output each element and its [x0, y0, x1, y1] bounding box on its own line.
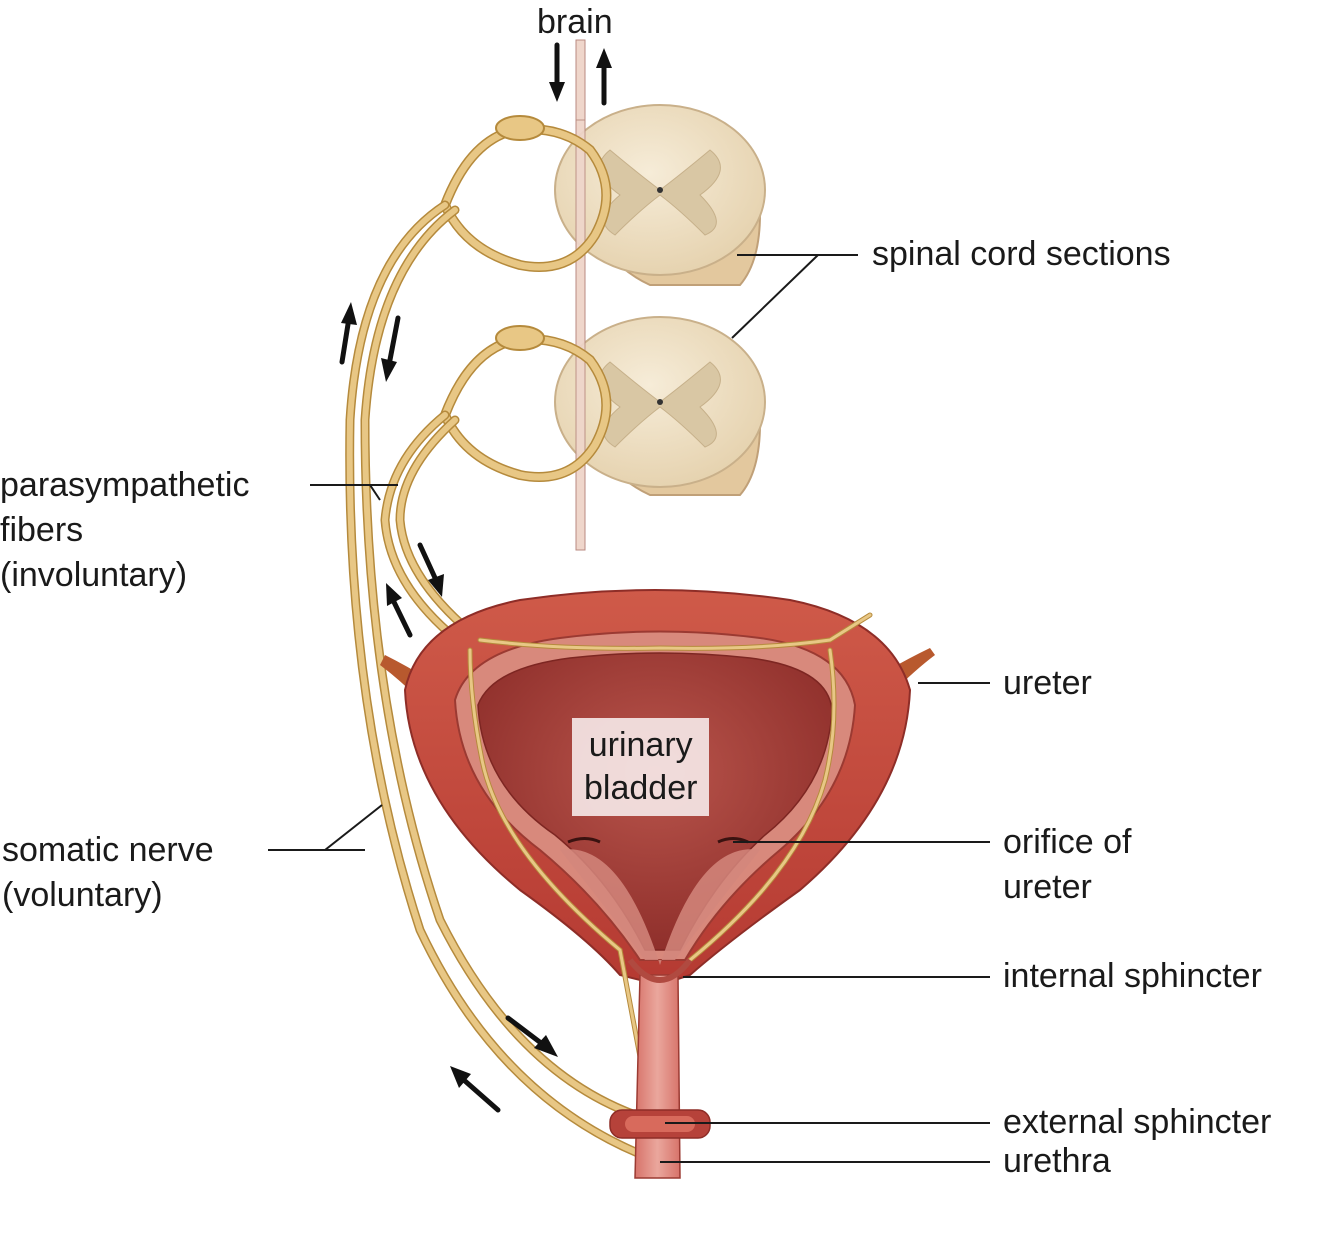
- label-spinal-cord-sections: spinal cord sections: [872, 232, 1171, 277]
- internal-sphincter-text: internal sphincter: [1003, 957, 1262, 995]
- label-internal-sphincter: internal sphincter: [1003, 954, 1262, 999]
- urethra-text: urethra: [1003, 1142, 1111, 1180]
- spinal-cord-section-upper: [554, 104, 766, 286]
- spinal-cord-section-lower: [554, 316, 766, 496]
- leader-lines: [268, 254, 990, 1163]
- somatic-reflex-loop: [345, 115, 655, 1163]
- label-brain: brain: [537, 0, 613, 45]
- bladder-line-2: bladder: [584, 769, 698, 807]
- label-urinary-bladder: urinary bladder: [572, 718, 710, 816]
- orifice-line-2: ureter: [1003, 868, 1092, 906]
- label-ureter: ureter: [1003, 661, 1092, 706]
- parasympathetic-reflex-loop: [380, 325, 612, 655]
- urethra-assembly: [609, 958, 711, 1179]
- bladder-wall-nerves: [467, 612, 873, 1113]
- label-orifice-of-ureter: orifice of ureter: [1003, 820, 1132, 910]
- orifice-line-1: orifice of: [1003, 823, 1132, 861]
- spinal-cord-sections-text: spinal cord sections: [872, 235, 1171, 273]
- label-somatic-nerve: somatic nerve (voluntary): [2, 828, 214, 918]
- label-external-sphincter: external sphincter: [1003, 1100, 1271, 1145]
- parasympathetic-line-2: fibers: [0, 511, 84, 549]
- internal-sphincter-ring: [627, 958, 693, 983]
- bladder-line-1: urinary: [588, 726, 693, 764]
- parasympathetic-line-3: (involuntary): [0, 556, 188, 594]
- label-urethra: urethra: [1003, 1139, 1111, 1184]
- label-parasympathetic-fibers: parasympathetic fibers (involuntary): [0, 463, 249, 598]
- ureter-text: ureter: [1003, 664, 1092, 702]
- parasympathetic-line-1: parasympathetic: [0, 466, 250, 504]
- brain-text: brain: [537, 3, 613, 41]
- somatic-line-1: somatic nerve: [2, 831, 214, 869]
- signal-arrows: [339, 42, 612, 1113]
- external-sphincter-text: external sphincter: [1003, 1103, 1272, 1141]
- somatic-line-2: (voluntary): [2, 876, 163, 914]
- descending-tract: [575, 119, 586, 551]
